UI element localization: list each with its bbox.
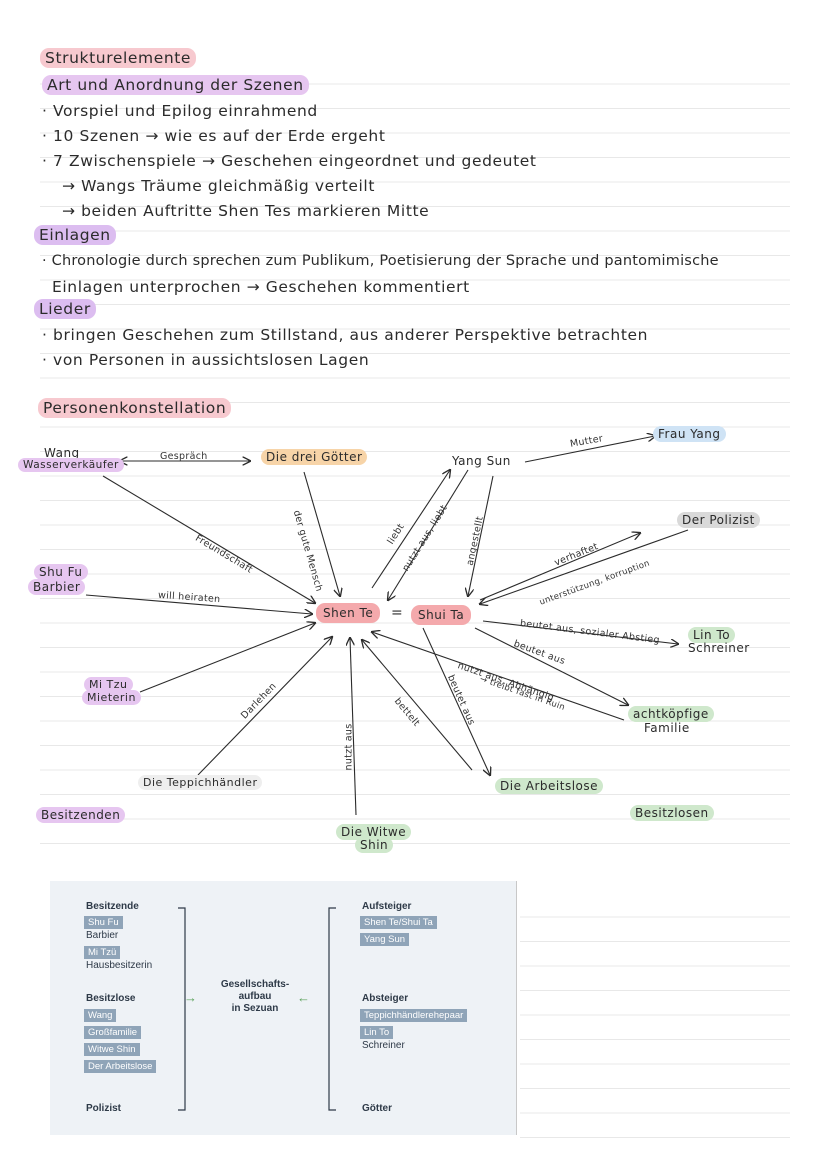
node-lin-to-sub: Schreiner — [688, 641, 750, 655]
node-shen-te: Shen Te — [316, 603, 381, 623]
heading-personenkonstellation: Personenkonstellation — [38, 398, 232, 418]
panel-tag-witwe-shin: Witwe Shin — [84, 1043, 140, 1056]
note-line: · 10 Szenen → wie es auf der Erde ergeht — [42, 127, 386, 145]
node-arbeitslose: Die Arbeitslose — [495, 778, 604, 794]
note-line: → Wangs Träume gleichmäßig verteilt — [62, 177, 376, 195]
label-besitzlosen: Besitzlosen — [630, 805, 714, 821]
panel-aufsteiger-heading: Aufsteiger — [362, 901, 412, 912]
panel-tag-wang: Wang — [84, 1009, 117, 1022]
node-familie: Familie — [644, 721, 690, 735]
panel-besitzlose-heading: Besitzlose — [86, 993, 136, 1004]
panel-brackets — [178, 907, 336, 1111]
note-line: · bringen Geschehen zum Stillstand, aus … — [42, 326, 649, 344]
panel-tag-lin-to: Lin To — [360, 1026, 394, 1039]
heading-strukturelemente: Strukturelemente — [40, 48, 197, 68]
node-achtkoepfige: achtköpfige — [628, 706, 714, 722]
edge-label-nutzt-aus: nutzt aus — [343, 723, 355, 771]
panel-tag-teppichhaendlerehepaar: Teppichhändlerehepaar — [360, 1009, 468, 1022]
panel-arrow-right: ← — [297, 990, 310, 1005]
panel-text-barbier: Barbier — [86, 930, 119, 941]
note-line: · Vorspiel und Epilog einrahmend — [42, 102, 318, 120]
note-line: Einlagen unterprochen → Geschehen kommen… — [52, 278, 470, 296]
panel-tag-shu-fu: Shu Fu — [84, 916, 123, 929]
panel-center-title: Gesellschafts- aufbau in Sezuan — [220, 979, 290, 1014]
panel-text-hausbesitzerin: Hausbesitzerin — [86, 960, 153, 971]
panel-tag-mi-tzu: Mi Tzü — [84, 946, 121, 959]
node-lin-to: Lin To — [688, 627, 736, 643]
heading-lieder: Lieder — [34, 299, 96, 319]
node-polizist: Der Polizist — [677, 512, 760, 528]
node-shu-fu: Shu Fu — [34, 564, 88, 580]
panel-tag-shen-te-shui-ta: Shen Te/Shui Ta — [360, 916, 437, 929]
note-line: · Chronologie durch sprechen zum Publiku… — [42, 253, 719, 269]
heading-einlagen: Einlagen — [34, 225, 116, 245]
note-line: → beiden Auftritte Shen Tes markieren Mi… — [62, 202, 430, 220]
node-witwe: Die Witwe — [336, 824, 412, 840]
node-yang-sun: Yang Sun — [452, 454, 511, 468]
panel-polizist: Polizist — [86, 1103, 122, 1114]
panel-absteiger-heading: Absteiger — [362, 993, 409, 1004]
label-besitzenden: Besitzenden — [36, 807, 126, 823]
node-equals: = — [391, 605, 404, 621]
node-wang-sub: Wasserverkäufer — [18, 458, 124, 472]
panel-tag-arbeitslose: Der Arbeitslose — [84, 1060, 157, 1073]
node-goetter: Die drei Götter — [261, 449, 368, 465]
society-structure-panel: Besitzende Shu Fu Barbier Mi Tzü Hausbes… — [50, 881, 516, 1135]
ruled-lines-right — [520, 893, 790, 1148]
node-witwe-sub: Shin — [355, 837, 394, 853]
node-shu-fu-sub: Barbier — [28, 579, 86, 595]
panel-tag-yang-sun: Yang Sun — [360, 933, 410, 946]
panel-divider — [516, 881, 517, 1135]
node-mi-tzu-sub: Mieterin — [82, 690, 141, 705]
note-line: · von Personen in aussichtslosen Lagen — [42, 351, 370, 369]
panel-text-schreiner: Schreiner — [362, 1040, 405, 1051]
heading-art-anordnung: Art und Anordnung der Szenen — [42, 75, 309, 95]
node-wang: Wang — [44, 446, 80, 460]
panel-arrow-left: → — [184, 990, 197, 1005]
node-mi-tzu: Mi Tzu — [84, 677, 133, 692]
note-line: · 7 Zwischenspiele → Geschehen eingeordn… — [42, 152, 537, 170]
node-teppichhaendler: Die Teppichhändler — [138, 775, 263, 790]
panel-tag-grossfamilie: Großfamilie — [84, 1026, 142, 1039]
panel-goetter: Götter — [362, 1103, 392, 1114]
panel-besitzende-heading: Besitzende — [86, 901, 139, 912]
node-shui-ta: Shui Ta — [411, 605, 472, 625]
node-frau-yang: Frau Yang — [653, 426, 726, 442]
edge-label-gespraech: Gespräch — [160, 451, 208, 462]
